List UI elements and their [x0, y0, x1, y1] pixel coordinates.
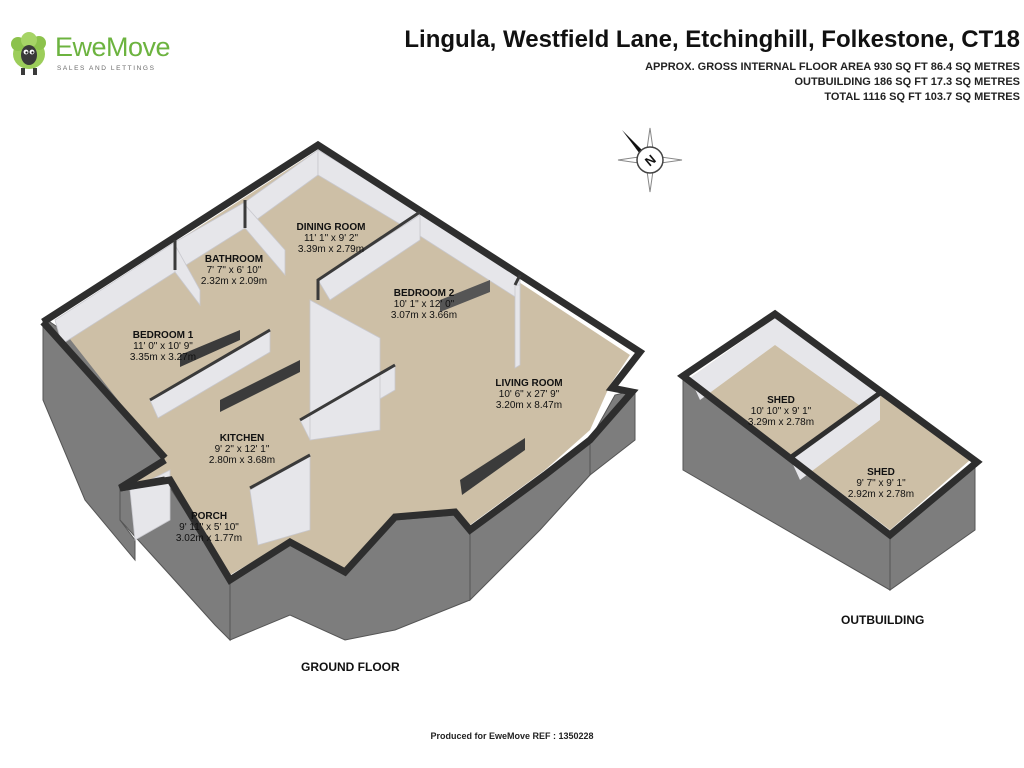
- outbuilding-inner-wall: [788, 390, 882, 461]
- sheep-mascot-icon: [11, 32, 46, 75]
- floor-label-ground: GROUND FLOOR: [301, 660, 400, 674]
- ground-floor-wall-tops: [40, 140, 646, 585]
- floor-label-outbuilding: OUTBUILDING: [841, 613, 925, 627]
- footer-reference: Produced for EweMove REF : 1350228: [430, 731, 594, 741]
- area-line-total: TOTAL 1116 SQ FT 103.7 SQ METRES: [824, 91, 1020, 103]
- property-title: Lingula, Westfield Lane, Etchinghill, Fo…: [404, 26, 1020, 53]
- furniture-hints: [180, 280, 525, 495]
- area-line-internal: APPROX. GROSS INTERNAL FLOOR AREA 930 SQ…: [645, 61, 1020, 73]
- ground-floor-inner-wall-tops: [149, 200, 522, 490]
- compass-icon: N: [617, 127, 683, 193]
- outbuilding-wall-tops: [677, 309, 983, 540]
- area-line-outbuilding: OUTBUILDING 186 SQ FT 17.3 SQ METRES: [794, 76, 1020, 88]
- brand-tagline: SALES AND LETTINGS: [57, 65, 156, 72]
- outbuilding-surface: [690, 318, 970, 530]
- brand-logo: EweMove SALES AND LETTINGS: [8, 28, 178, 76]
- brand-name: EweMove: [55, 32, 171, 62]
